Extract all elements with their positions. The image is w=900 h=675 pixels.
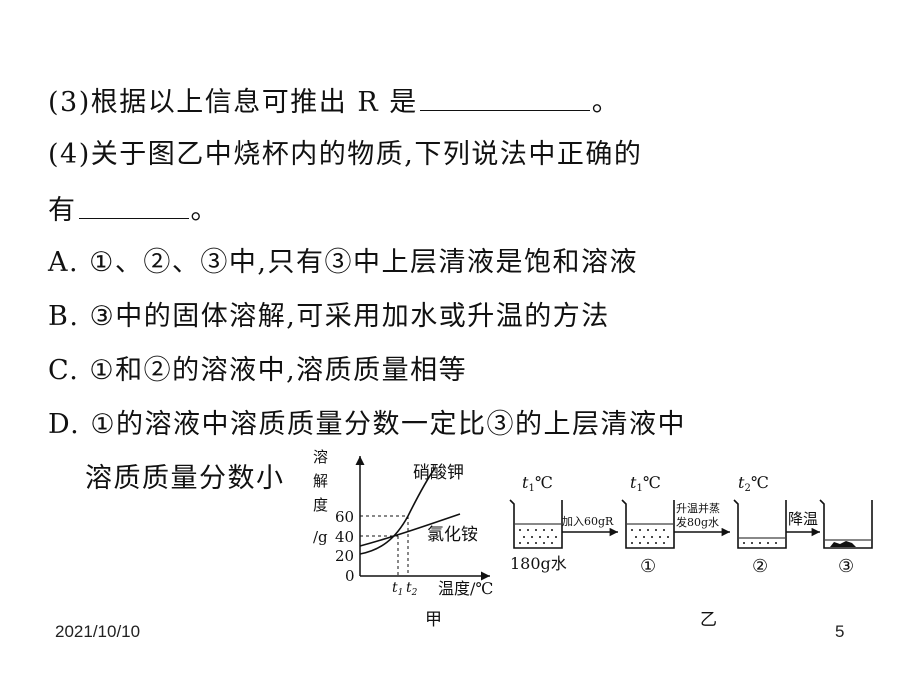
arrow3-label: 降温 <box>788 510 818 528</box>
q3-text: (3)根据以上信息可推出 R 是 <box>48 87 418 118</box>
q3-answer-blank[interactable] <box>419 84 590 111</box>
ylabel-char-4: /g <box>313 528 328 546</box>
option-d-line2: 溶质质量分数小 <box>85 463 285 494</box>
curve-nh4cl <box>359 513 461 547</box>
option-c: C. ①和②的溶液中,溶质质量相等 <box>48 355 468 386</box>
arrow2-label-2: 发80g水 <box>676 515 719 529</box>
label-kno3: 硝酸钾 <box>413 463 464 483</box>
arrow2-label-1: 升温并蒸 <box>676 501 720 515</box>
caption-jia: 甲 <box>425 610 442 630</box>
temp-2: t2℃ <box>738 473 769 494</box>
arrow1-label: 加入60gR <box>562 515 614 528</box>
ytick-40: 40 <box>335 528 354 546</box>
beaker-label-1: ① <box>640 556 656 577</box>
caption-yi: 乙 <box>700 610 717 630</box>
ylabel-char-1: 溶 <box>313 448 328 466</box>
option-d-line1: D. ①的溶液中溶质质量分数一定比③的上层清液中 <box>48 409 687 440</box>
solubility-graph: 溶 解 度 /g 60 40 20 0 硝酸钾 氯化铵 t1 t2 温度/℃ 甲 <box>313 448 493 630</box>
ylabel-char-3: 度 <box>313 496 328 514</box>
footer-date: 2021/10/10 <box>55 622 141 641</box>
q4-answer-blank[interactable] <box>78 192 189 219</box>
label-nh4cl: 氯化铵 <box>427 525 478 545</box>
xlabel: 温度/℃ <box>438 579 493 598</box>
beaker-label-2: ② <box>752 556 768 577</box>
start-label: 180g水 <box>510 554 567 573</box>
q4-end: 。 <box>190 195 219 226</box>
beaker-diagram: t1℃ t1℃ t2℃ 180g水 加入60gR ① 升温并蒸 发80g水 <box>509 473 873 630</box>
ylabel-char-2: 解 <box>313 472 328 490</box>
question-3: (3)根据以上信息可推出 R 是 。 <box>48 84 620 120</box>
beaker-start <box>509 499 563 549</box>
temp-1: t1℃ <box>630 473 661 494</box>
q4-text: 有 <box>48 195 77 226</box>
curve-kno3 <box>359 467 436 555</box>
ytick-60: 60 <box>335 508 354 526</box>
ytick-20: 20 <box>335 547 354 565</box>
footer-page-number: 5 <box>835 622 845 641</box>
beaker-2 <box>733 499 787 549</box>
beaker-label-3: ③ <box>838 556 854 577</box>
temp-start: t1℃ <box>522 473 553 494</box>
beaker-3 <box>819 499 873 549</box>
option-a: A. ①、②、③中,只有③中上层清液是饱和溶液 <box>48 247 638 278</box>
question-4-line2: 有。 <box>48 192 219 228</box>
q3-end: 。 <box>591 87 621 118</box>
ytick-0: 0 <box>345 567 355 585</box>
xtick-t1: t1 <box>392 580 403 598</box>
beaker-1 <box>621 499 675 549</box>
xtick-t2: t2 <box>406 580 418 598</box>
question-4-line1: (4)关于图乙中烧杯内的物质,下列说法中正确的 <box>48 139 643 170</box>
option-b: B. ③中的固体溶解,可采用加水或升温的方法 <box>48 301 610 332</box>
